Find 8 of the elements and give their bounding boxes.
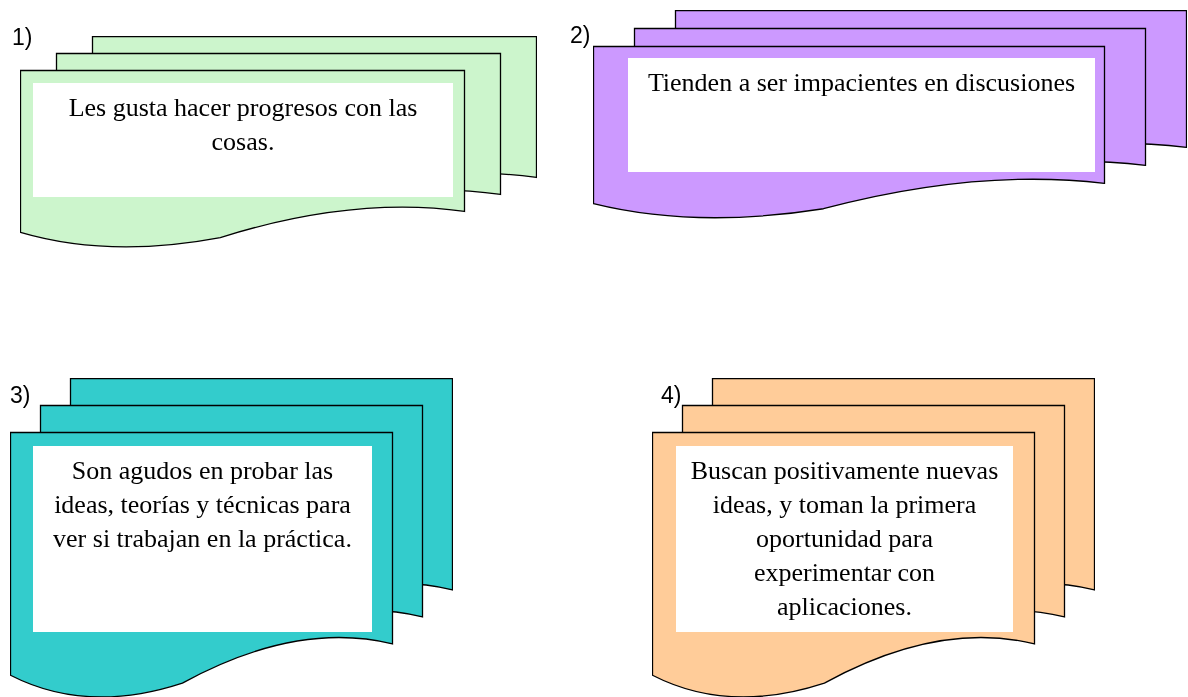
- statement-text: Les gusta hacer progresos con las cosas.: [67, 92, 419, 158]
- item-number: 1): [12, 24, 33, 50]
- item-number: 3): [10, 382, 31, 408]
- statement-text: Tienden a ser impacientes en discusiones: [647, 67, 1076, 99]
- statement-text: Buscan positivamente nuevas ideas, y toman la primera oportunidad para experimentar con aplicaciones.: [689, 455, 1000, 623]
- statement-text: Son agudos en probar las ideas, teorías y técnicas para ver si trabajan en la práctica.: [52, 455, 353, 555]
- item-number: 2): [570, 22, 591, 48]
- item-number: 4): [661, 382, 682, 408]
